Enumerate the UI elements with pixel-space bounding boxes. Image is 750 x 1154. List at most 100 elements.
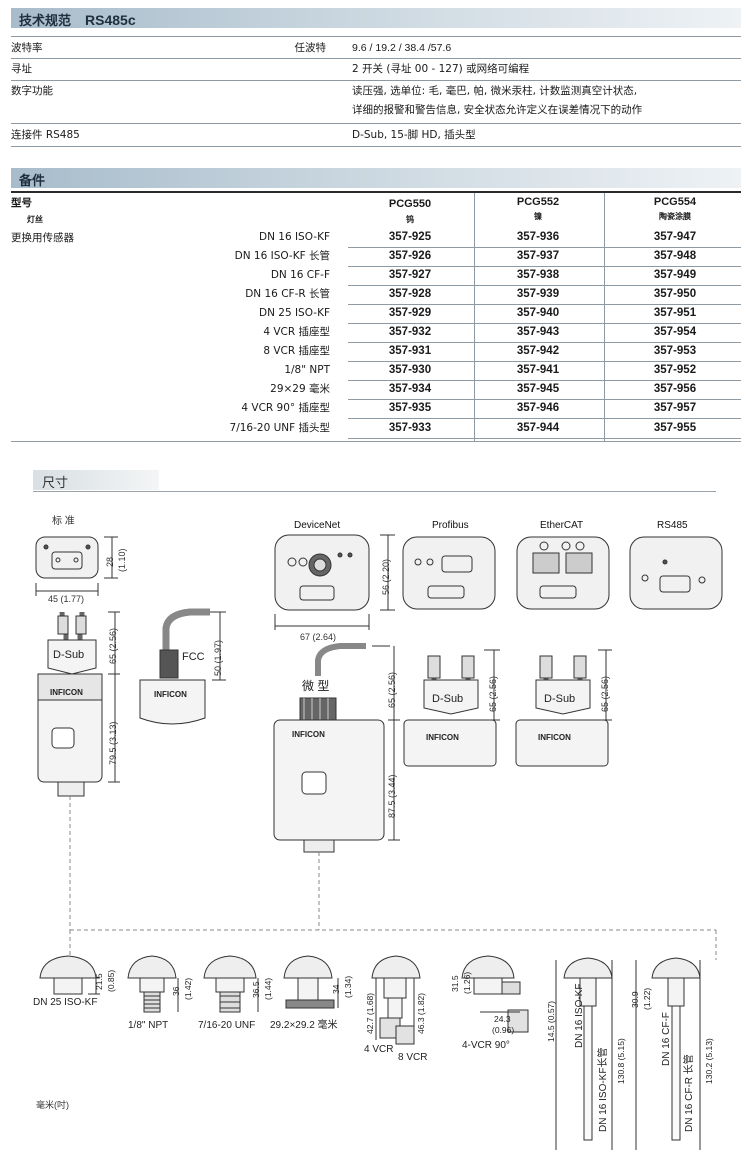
flange-dim-29x29-in: (1.34) [343,976,353,998]
spec-label-digital: 数字功能 [11,85,53,97]
dimensions-header-bar [33,470,159,490]
part-number-cell: 357-938 [516,269,560,281]
flange-labels: DN 25 ISO-KF 21.5 (0.85) 1/8" NPT 36 (1.… [33,970,714,1132]
flange-dim-dn16-cf-long: 130.2 (5.13) [704,1038,714,1084]
spec-mid-baud: 任波特 [294,42,327,54]
dim-28: 28 [105,557,115,567]
standard-label: 标 准 [52,515,75,527]
flange-dim-npt-in: (1.42) [183,978,193,1000]
flange-dim-vcr90-h: 24.3 [494,1014,511,1024]
part-number-cell: 357-927 [388,269,432,281]
row-divider [348,399,741,400]
flange-label-dn25: DN 25 ISO-KF [33,997,97,1008]
flange-dn16-cf [635,957,701,1150]
flange-vcr90 [461,955,529,1033]
table-bottom-rule [11,441,741,442]
col-header-pcg552: PCG552 [516,196,560,208]
part-number-cell: 357-940 [516,307,560,319]
flange-name: DN 16 ISO-KF [258,231,330,243]
part-number-cell: 357-936 [516,231,560,243]
flange-dim-29x29: 34 [331,984,341,994]
part-number-cell: 357-937 [516,250,560,262]
flange-dim-dn25: 21.5 [94,973,104,990]
view-devicenet: DeviceNet [294,520,340,531]
row-divider [348,342,741,343]
spec-divider [11,80,741,81]
devicenet-top-view [274,534,395,630]
fcc-side-view [139,608,226,725]
part-number-cell: 357-930 [388,364,432,376]
part-number-cell: 357-933 [388,422,432,434]
view-rs485: RS485 [657,520,688,531]
flange-dim-unf-in: (1.44) [263,978,273,1000]
dim-50: 50 (1.97) [213,640,223,676]
flange-label-29x29: 29.2×29.2 毫米 [270,1018,338,1031]
part-number-cell: 357-941 [516,364,560,376]
row-divider [348,438,741,439]
standard-top-view [35,536,118,596]
flange-dim-npt: 36 [171,986,181,996]
spec-divider [11,36,741,37]
spec-label-baud: 波特率 [11,42,43,54]
spec-value-digital-1: 读压强, 选单位: 毛, 毫巴, 帕, 微米汞柱, 计数监测真空计状态, [352,85,638,97]
model-label: 型号 [11,197,32,209]
ethercat-top-view [516,536,610,610]
ethercat-side-view [515,649,612,767]
dimensions-title: 尺寸 [42,476,69,491]
profibus-side-view [403,649,500,767]
flange-dim-vcr90: 31.5 [450,975,460,992]
spec-label-connector: 连接件 RS485 [11,129,80,141]
micro-label: 微 型 [302,679,329,693]
flange-label-4vcr: 4 VCR [364,1044,393,1055]
dim-56: 56 (2.20) [381,559,391,595]
dim-65-profibus: 65 (2.56) [488,676,498,712]
dim-28-in: (1.10) [117,548,127,572]
col-header-pcg554: PCG554 [653,196,697,208]
part-number-cell: 357-949 [653,269,697,281]
flange-dim-dn16-isokf: 14.5 (0.57) [546,1001,556,1042]
flange-name: DN 16 CF-R 长管 [245,288,330,300]
col-sub-pcg550: 钨 [406,215,414,224]
rs485-top-view [629,536,723,610]
spec-divider [11,58,741,59]
part-number-cell: 357-935 [388,402,432,414]
flange-label-8vcr: 8 VCR [398,1052,427,1063]
filament-label: 灯丝 [27,215,43,224]
flange-name: 4 VCR 插座型 [263,326,330,338]
flange-dim-4vcr: 42.7 (1.68) [365,993,375,1034]
flange-vcr [371,955,421,1045]
part-number-cell: 357-928 [388,288,432,300]
replacement-label: 更换用传感器 [11,232,74,244]
part-number-cell: 357-953 [653,345,697,357]
dim-65-ethercat: 65 (2.56) [600,676,610,712]
row-divider [348,380,741,381]
accessories-header-bar: 备件 [11,168,741,189]
flange-name: 29×29 毫米 [270,383,330,395]
flange-dim-unf: 36.5 [251,981,261,998]
brand-logo: INFICON [538,733,571,742]
part-number-cell: 357-932 [388,326,432,338]
column-separator [474,193,475,441]
flange-name: 4 VCR 90° 插座型 [241,402,330,414]
flange-label-dn16-isokf: DN 16 ISO-KF [574,984,585,1048]
part-number-cell: 357-951 [653,307,697,319]
row-divider [348,361,741,362]
table-top-rule [11,191,741,193]
flange-name: DN 25 ISO-KF [258,307,330,319]
part-number-cell: 357-934 [388,383,432,395]
part-number-cell: 357-957 [653,402,697,414]
part-number-cell: 357-948 [653,250,697,262]
dim-795: 79.5 (3.13) [108,721,118,765]
part-number-cell: 357-955 [653,422,697,434]
flange-label-unf: 7/16-20 UNF [198,1020,255,1031]
part-number-cell: 357-939 [516,288,560,300]
flange-dn25-isokf [39,955,100,995]
spec-value-baud: 9.6 / 19.2 / 38.4 /57.6 [352,42,452,54]
dim-45: 45 (1.77) [48,594,84,604]
unit-note: 毫米(吋) [36,1099,69,1110]
spec-subtitle: RS485c [85,12,136,28]
flange-name: 1/8" NPT [284,364,330,376]
part-number-cell: 357-950 [653,288,697,300]
